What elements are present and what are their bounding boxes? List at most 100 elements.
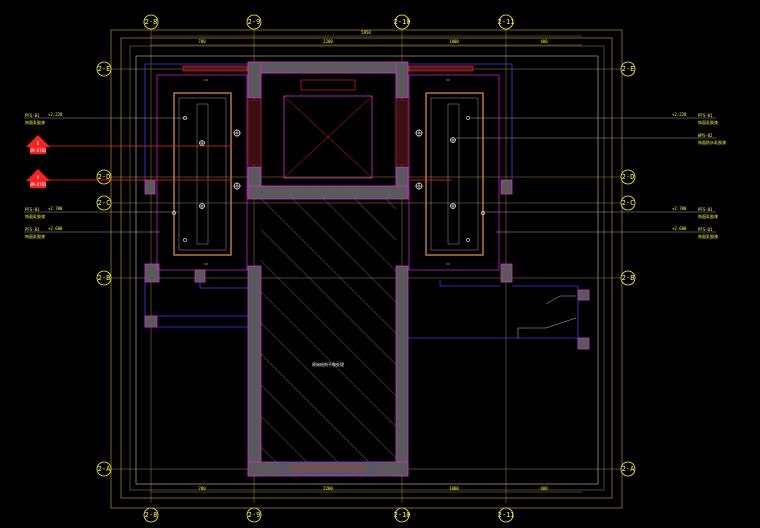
grid-bubble-bottom-2-9[interactable]: 2-9 [246, 507, 262, 523]
grid-bubble-left-2-C[interactable]: 2-C [96, 195, 112, 211]
section-marker-2[interactable]: B 3M-DT02 [26, 169, 50, 188]
dim-bottom-1: 780 [198, 486, 206, 491]
right-annotation-4[interactable]: +2.600 PFS-01 饰面乳胶漆 [496, 226, 718, 239]
section-marker-1[interactable]: B 3M-DT02 [26, 135, 50, 154]
grid-bubbles: 2-8 2-9 2-10 2-11 2-8 2-9 2-10 2-11 [96, 14, 636, 523]
right-fixture-shapes [517, 295, 577, 338]
right-ceiling [408, 65, 500, 271]
right-annotation-1[interactable]: +2.220 PFS-01 饰面乳胶漆 [470, 112, 718, 125]
svg-text:PFS-01: PFS-01 [698, 207, 713, 212]
grid-bubble-top-2-11[interactable]: 2-11 [498, 14, 515, 30]
svg-text:+2.600: +2.600 [48, 226, 63, 231]
outer-frames [110, 29, 623, 509]
section-cut-lines [44, 145, 452, 181]
svg-text:2-9: 2-9 [248, 18, 261, 26]
light-icon [199, 140, 205, 146]
light-icon [466, 116, 470, 120]
light-icon [233, 129, 241, 137]
svg-text:2-11: 2-11 [498, 18, 515, 26]
dimension-top: 5950 780 2200 1000 400 [151, 30, 582, 46]
dim-top-4: 400 [540, 39, 548, 44]
dimension-bottom: 780 2200 1000 400 [151, 486, 582, 493]
svg-text:饰面乳胶漆: 饰面乳胶漆 [25, 119, 45, 125]
svg-text:PFS-01: PFS-01 [698, 113, 713, 118]
section-marker-id: B [37, 141, 40, 146]
light-icon [183, 238, 187, 242]
grid-bubble-left-2-B[interactable]: 2-B [96, 270, 112, 286]
svg-text:+2.220: +2.220 [672, 112, 687, 117]
svg-text:2-E: 2-E [98, 65, 111, 73]
plan-border [135, 55, 599, 485]
svg-text:2-E: 2-E [622, 65, 635, 73]
dim-bottom-3: 1000 [449, 486, 459, 491]
left-annotation-3[interactable]: PFS-01 +2.600 饰面乳胶漆 [24, 226, 160, 239]
grid-bubble-right-2-C[interactable]: 2-C [620, 195, 636, 211]
svg-text:+2.700: +2.700 [48, 206, 63, 211]
light-icon [172, 211, 176, 215]
svg-text:2-D: 2-D [622, 173, 635, 181]
grid-bubble-right-2-E[interactable]: 2-E [620, 61, 636, 77]
right-annotation-2[interactable]: WPS-02 饰面防水乳胶漆 [456, 133, 726, 145]
svg-text:PFS-01: PFS-01 [698, 227, 713, 232]
svg-text:饰面防水乳胶漆: 饰面防水乳胶漆 [698, 139, 726, 145]
light-icon [466, 238, 470, 242]
svg-text:2-C: 2-C [98, 199, 111, 207]
light-fixtures [172, 116, 485, 242]
dim-top-3: 1000 [449, 39, 459, 44]
svg-text:PFS-01: PFS-01 [25, 227, 40, 232]
light-icon [450, 203, 456, 209]
light-icon [481, 211, 485, 215]
grid-bubble-top-2-9[interactable]: 2-9 [246, 14, 262, 30]
dim-overall-top: 5950 [361, 30, 371, 35]
svg-text:+2.220: +2.220 [48, 112, 63, 117]
green-ticks [204, 79, 450, 265]
svg-text:2-C: 2-C [622, 199, 635, 207]
light-icon [415, 182, 423, 190]
grid-bubble-bottom-2-10[interactable]: 2-10 [394, 507, 411, 523]
dim-bottom-2: 2200 [323, 486, 333, 491]
right-annotation-3[interactable]: +2.700 PFS-01 饰面乳胶漆 [482, 206, 718, 219]
svg-text:WPS-02: WPS-02 [698, 133, 713, 138]
svg-text:PFS-01: PFS-01 [25, 113, 40, 118]
svg-text:饰面乳胶漆: 饰面乳胶漆 [25, 233, 45, 239]
svg-text:饰面乳胶漆: 饰面乳胶漆 [698, 119, 718, 125]
left-annotation-2[interactable]: PFS-01 +2.700 饰面乳胶漆 [24, 206, 178, 219]
section-marker-ref: 3M-DT02 [30, 148, 47, 153]
section-marker-ref: 3M-DT02 [30, 182, 47, 187]
grid-bubble-right-2-D[interactable]: 2-D [620, 169, 636, 185]
light-icon [233, 182, 241, 190]
svg-text:PFS-01: PFS-01 [25, 207, 40, 212]
grid-bubble-left-2-E[interactable]: 2-E [96, 61, 112, 77]
svg-text:2-A: 2-A [98, 465, 111, 473]
grid-bubble-top-2-10[interactable]: 2-10 [394, 14, 411, 30]
grid-bubble-right-2-A[interactable]: 2-A [620, 461, 636, 477]
shaft-strips [247, 99, 409, 166]
dim-top-2: 2200 [323, 39, 333, 44]
right-annotations: +2.220 PFS-01 饰面乳胶漆 WPS-02 饰面防水乳胶漆 +2.70… [456, 112, 726, 239]
room-label: 原始结构不做处理 [312, 361, 344, 367]
svg-text:2-8: 2-8 [145, 18, 158, 26]
svg-text:2-9: 2-9 [248, 511, 261, 519]
svg-text:2-10: 2-10 [394, 18, 411, 26]
left-ceiling [156, 65, 248, 271]
hatched-original-structure [261, 199, 396, 462]
grid-bubble-right-2-B[interactable]: 2-B [620, 270, 636, 286]
grid-bubble-left-2-A[interactable]: 2-A [96, 461, 112, 477]
light-icon [450, 137, 456, 143]
grid-bubble-top-2-8[interactable]: 2-8 [143, 14, 159, 30]
svg-text:2-B: 2-B [98, 274, 111, 282]
dim-bottom-4: 400 [540, 486, 548, 491]
grid-bubble-bottom-2-11[interactable]: 2-11 [498, 507, 515, 523]
svg-text:2-B: 2-B [622, 274, 635, 282]
section-marker-id: B [37, 175, 40, 180]
left-annotation-1[interactable]: PFS-01 +2.220 饰面乳胶漆 [24, 112, 188, 125]
svg-text:2-D: 2-D [98, 173, 111, 181]
svg-text:+2.700: +2.700 [672, 206, 687, 211]
svg-text:2-10: 2-10 [394, 511, 411, 519]
svg-text:2-11: 2-11 [498, 511, 515, 519]
svg-text:饰面乳胶漆: 饰面乳胶漆 [698, 213, 718, 219]
grid-bubble-left-2-D[interactable]: 2-D [96, 169, 112, 185]
grid-bubble-bottom-2-8[interactable]: 2-8 [143, 507, 159, 523]
light-icon [415, 129, 423, 137]
